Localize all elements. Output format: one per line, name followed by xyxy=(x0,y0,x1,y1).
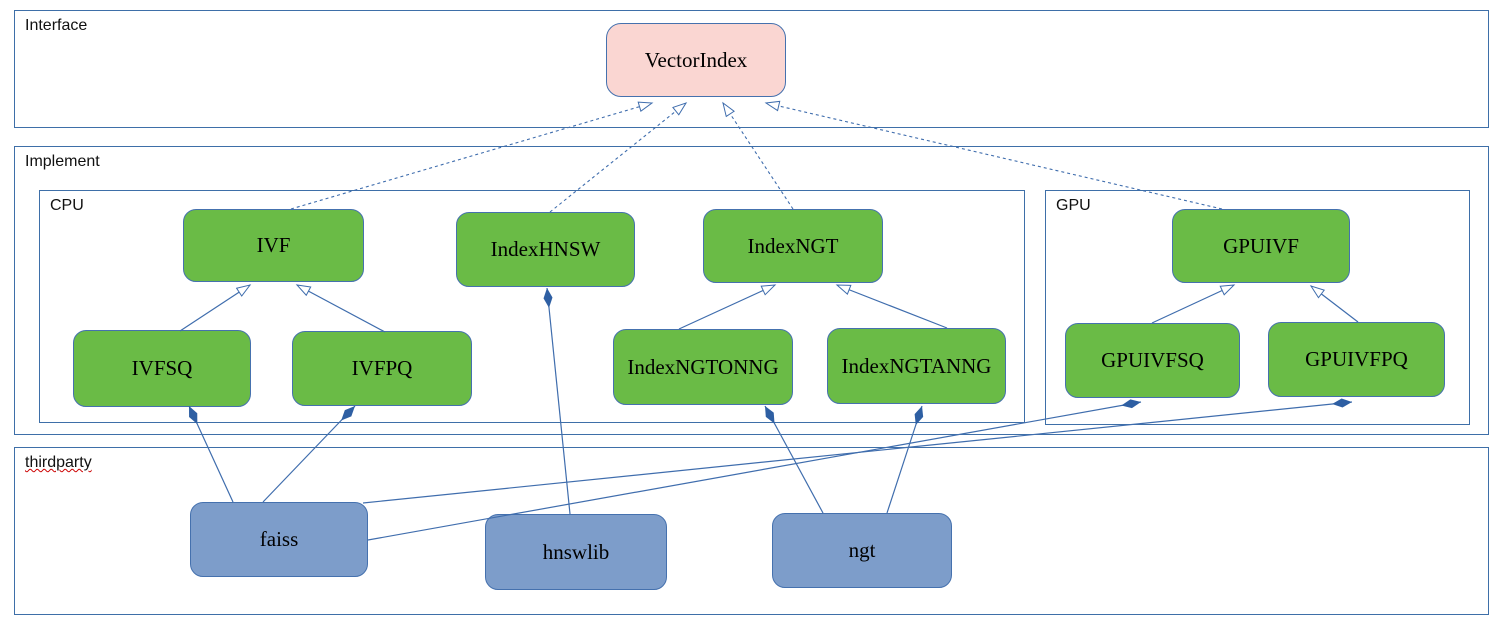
node-ivf-label: IVF xyxy=(256,233,291,257)
node-indexngt[interactable]: IndexNGT xyxy=(703,209,883,283)
node-gpuivfsq[interactable]: GPUIVFSQ xyxy=(1065,323,1240,398)
section-thirdparty-label: thirdparty xyxy=(25,454,92,471)
node-ivfpq-label: IVFPQ xyxy=(351,356,413,380)
section-implement-label: Implement xyxy=(25,153,100,170)
node-gpuivf[interactable]: GPUIVF xyxy=(1172,209,1350,283)
node-ivfsq-label: IVFSQ xyxy=(131,356,193,380)
node-indexngtanng-label: IndexNGTANNG xyxy=(841,353,992,378)
section-interface-label: Interface xyxy=(25,17,88,34)
node-gpuivfpq-label: GPUIVFPQ xyxy=(1305,347,1408,371)
node-indexngtonng-label: IndexNGTONNG xyxy=(627,354,779,379)
node-faiss[interactable]: faiss xyxy=(190,502,368,577)
node-gpuivfpq[interactable]: GPUIVFPQ xyxy=(1268,322,1445,397)
node-faiss-label: faiss xyxy=(259,527,299,551)
section-gpu-label: GPU xyxy=(1056,197,1091,214)
node-ivfpq[interactable]: IVFPQ xyxy=(292,331,472,406)
node-vectorindex[interactable]: VectorIndex xyxy=(606,23,786,97)
node-hnswlib-label: hnswlib xyxy=(542,539,610,564)
node-gpuivfsq-label: GPUIVFSQ xyxy=(1101,348,1204,372)
node-gpuivf-label: GPUIVF xyxy=(1223,233,1299,258)
node-ngt[interactable]: ngt xyxy=(772,513,952,588)
node-ivf[interactable]: IVF xyxy=(183,209,364,282)
node-indexhnsw-label: IndexHNSW xyxy=(490,237,601,261)
node-indexhnsw[interactable]: IndexHNSW xyxy=(456,212,635,287)
section-cpu-label: CPU xyxy=(50,197,84,214)
node-indexngtanng[interactable]: IndexNGTANNG xyxy=(827,328,1006,404)
node-indexngt-label: IndexNGT xyxy=(747,233,839,258)
node-ivfsq[interactable]: IVFSQ xyxy=(73,330,251,407)
node-hnswlib[interactable]: hnswlib xyxy=(485,514,667,590)
node-ngt-label: ngt xyxy=(848,538,876,562)
node-vectorindex-label: VectorIndex xyxy=(644,47,748,72)
node-indexngtonng[interactable]: IndexNGTONNG xyxy=(613,329,793,405)
